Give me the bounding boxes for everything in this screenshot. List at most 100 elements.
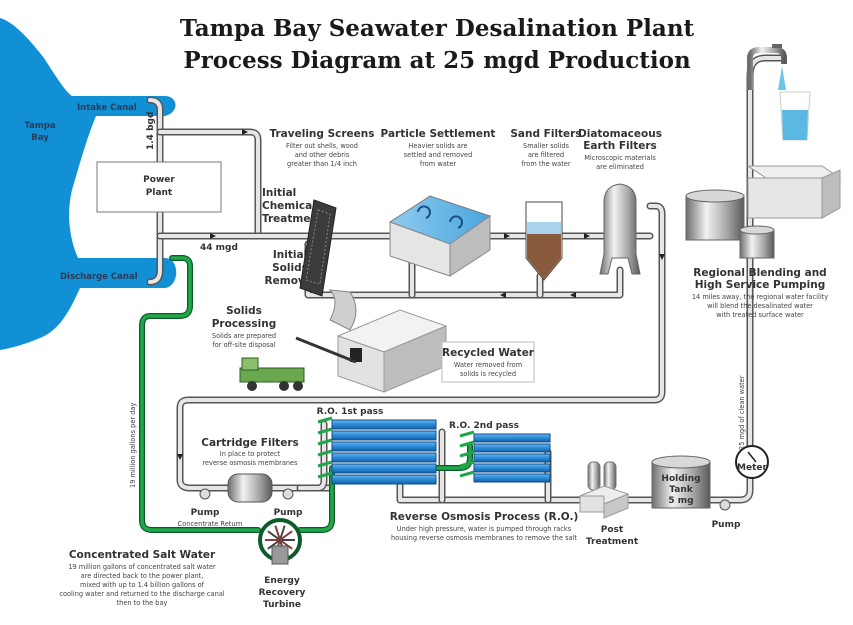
power-plant xyxy=(96,161,222,213)
pump-label: Pump xyxy=(274,508,303,518)
ro-membrane-tube xyxy=(473,433,551,443)
concentrated-salt-desc: then to the bay xyxy=(117,599,168,607)
concentrated-salt-desc: are directed back to the power plant, xyxy=(81,572,204,580)
pump-icon xyxy=(282,488,294,500)
ro-membrane-tube xyxy=(473,463,551,473)
sand-filters-desc: Smaller solids xyxy=(523,142,569,150)
faucet-icon xyxy=(747,44,787,90)
debris-chute xyxy=(328,289,357,331)
ro-manifold xyxy=(459,430,475,438)
post-treatment: Post Treatment xyxy=(578,461,639,547)
de-filter-vessel xyxy=(599,183,641,275)
ro-membrane-tube xyxy=(473,473,551,483)
recycled-water-desc: solids is recycled xyxy=(460,370,516,378)
pump-icon xyxy=(199,488,211,500)
initial-solids-line2: Solids xyxy=(272,262,308,274)
initial-chemical-line2: Chemical xyxy=(262,200,316,212)
recycled-water-desc: Water removed from xyxy=(454,361,522,369)
bay-name-line2: Bay xyxy=(31,133,49,143)
holding-tank: Holding Tank 5 mg Pump xyxy=(651,455,741,530)
turbine-blade xyxy=(267,539,281,550)
turbine-blade xyxy=(267,530,281,541)
turbine-blade xyxy=(279,525,286,541)
arrow xyxy=(210,233,216,239)
concentrate-flow-label: 19 million gallons per day xyxy=(129,403,137,488)
cartridge-filters-title: Cartridge Filters xyxy=(201,437,299,449)
cooling-water-flow-label: 1.4 bgd xyxy=(146,112,156,150)
ro-membrane-tube xyxy=(331,452,437,463)
discharge-canal-label: Discharge Canal xyxy=(60,272,138,282)
post-treatment-label: Treatment xyxy=(586,537,639,547)
diatomaceous-desc: are eliminated xyxy=(596,163,644,171)
clean-water-flow-label: 25 mgd of clean water xyxy=(738,375,746,450)
post-treatment-label: Post xyxy=(601,525,624,535)
ro-manifold xyxy=(317,449,333,457)
initial-solids-line1: Initial xyxy=(273,249,307,261)
solids-processing-desc: Solids are prepared xyxy=(212,332,276,340)
tampa-bay: Tampa Bay Intake Canal Discharge Canal xyxy=(0,18,177,350)
traveling-screens-title: Traveling Screens xyxy=(269,128,374,140)
turbine-label: Recovery xyxy=(259,588,306,598)
concentrated-salt-desc: cooling water and returned to the discha… xyxy=(59,590,224,598)
traveling-screens-desc: greater than 1/4 inch xyxy=(287,160,357,168)
arrow xyxy=(659,254,665,260)
ro-manifold xyxy=(459,450,475,458)
sand-filters: Sand Filters Smaller solids are filtered… xyxy=(510,128,582,281)
particle-settlement-title: Particle Settlement xyxy=(381,128,496,140)
ro-membrane-tube xyxy=(331,474,437,485)
water-glass-icon xyxy=(779,91,811,141)
particle-settlement-desc: Heavier solids are xyxy=(408,142,467,150)
ro-manifold xyxy=(317,416,333,424)
cartridge-filters: Cartridge Filters In place to protect re… xyxy=(191,437,303,518)
ro-process-desc: housing reverse osmosis membranes to rem… xyxy=(391,534,577,542)
feed-water-flow-label: 44 mgd xyxy=(200,243,238,253)
meter-label: Meter xyxy=(737,463,767,473)
title-line2: Process Diagram at 25 mgd Production xyxy=(183,47,691,74)
pump-label: Pump xyxy=(191,508,220,518)
concentrated-salt-desc: 19 million gallons of concentrated salt … xyxy=(68,563,216,571)
energy-recovery-turbine: Energy Recovery Turbine xyxy=(258,518,306,610)
particle-settlement-desc: from water xyxy=(420,160,457,168)
ro-process-desc: Under high pressure, water is pumped thr… xyxy=(397,525,572,533)
turbine-blade xyxy=(279,539,293,550)
sand-filters-desc: from the water xyxy=(521,160,570,168)
regional-desc: will blend the desalinated water xyxy=(707,302,813,310)
solids-processing-title: Solids xyxy=(226,305,262,317)
screen-icon xyxy=(299,199,337,297)
title-line1: Tampa Bay Seawater Desalination Plant xyxy=(180,15,695,42)
ro-second-pass-label: R.O. 2nd pass xyxy=(449,421,519,431)
power-plant-line2: Plant xyxy=(146,188,173,198)
ro-membrane-tube xyxy=(473,443,551,453)
ro-membrane-tube xyxy=(331,419,437,430)
ro-membrane-tube xyxy=(331,441,437,452)
arrow xyxy=(500,292,506,298)
recycled-water-title: Recycled Water xyxy=(442,347,535,359)
conveyor xyxy=(295,336,357,364)
regional-title: Regional Blending and xyxy=(693,267,826,279)
solids-processing-desc: for off-site disposal xyxy=(212,341,275,349)
bay-name-line1: Tampa xyxy=(24,121,55,131)
arrow xyxy=(570,292,576,298)
regional-title: High Service Pumping xyxy=(695,279,826,291)
diatomaceous-title: Diatomaceous xyxy=(578,128,662,140)
cartridge-filter-vessel xyxy=(227,473,273,503)
particle-settlement-desc: settled and removed xyxy=(404,151,473,159)
diatomaceous-earth-filters: Diatomaceous Earth Filters Microscopic m… xyxy=(578,128,662,275)
bay-water xyxy=(0,18,177,350)
initial-chemical-line1: Initial xyxy=(262,187,296,199)
pump-label: Pump xyxy=(712,520,741,530)
dump-truck-icon xyxy=(239,357,305,391)
particle-settlement: Particle Settlement Heavier solids are s… xyxy=(381,128,496,277)
regional-blending: Regional Blending and High Service Pumpi… xyxy=(685,165,842,319)
holding-tank-label: Holding xyxy=(661,474,700,484)
sand-filters-title: Sand Filters xyxy=(510,128,581,140)
holding-tank-label: Tank xyxy=(669,485,693,495)
ro-manifold xyxy=(459,460,475,468)
power-plant-line1: Power xyxy=(143,175,175,185)
arrow xyxy=(177,454,183,460)
ro-manifold xyxy=(317,471,333,479)
meter: Meter xyxy=(735,445,769,479)
ro-membrane-tube xyxy=(331,430,437,441)
initial-chemical-line3: Treatment xyxy=(262,213,323,225)
ro-second-pass: R.O. 2nd pass xyxy=(449,421,551,483)
